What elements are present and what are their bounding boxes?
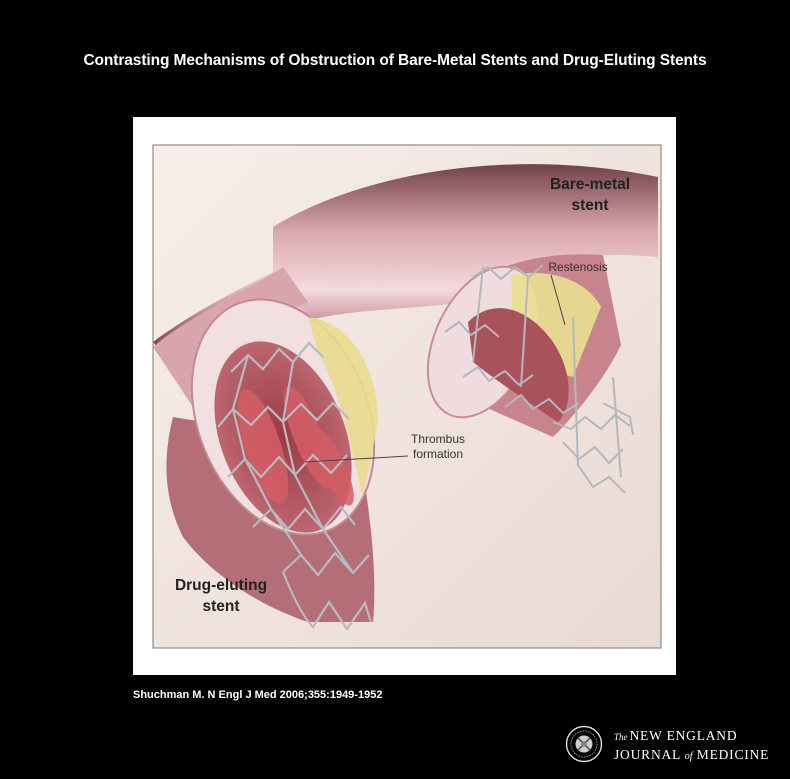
drug-eluting-label-line2: stent bbox=[161, 596, 281, 617]
figure-panel: Bare-metal stent Restenosis Thrombus for… bbox=[133, 117, 676, 675]
bare-metal-label-line1: Bare-metal bbox=[535, 174, 645, 195]
citation: Shuchman M. N Engl J Med 2006;355:1949-1… bbox=[133, 689, 382, 701]
drug-eluting-stent-label: Drug-eluting stent bbox=[161, 575, 281, 617]
bare-metal-label-line2: stent bbox=[535, 195, 645, 216]
nejm-journal: JOURNAL bbox=[614, 747, 681, 762]
thrombus-label-line1: Thrombus bbox=[398, 432, 478, 447]
thrombus-label-line2: formation bbox=[398, 447, 478, 462]
slide-title: Contrasting Mechanisms of Obstruction of… bbox=[0, 52, 790, 70]
nejm-seal-icon bbox=[565, 725, 603, 763]
nejm-medicine: MEDICINE bbox=[697, 747, 769, 762]
nejm-line1: NEW ENGLAND bbox=[630, 728, 738, 743]
thrombus-formation-label: Thrombus formation bbox=[398, 432, 478, 462]
nejm-of: of bbox=[685, 751, 693, 762]
nejm-the: The bbox=[614, 732, 628, 742]
restenosis-label: Restenosis bbox=[523, 260, 633, 275]
drug-eluting-label-line1: Drug-eluting bbox=[161, 575, 281, 596]
bare-metal-stent-label: Bare-metal stent bbox=[535, 174, 645, 216]
